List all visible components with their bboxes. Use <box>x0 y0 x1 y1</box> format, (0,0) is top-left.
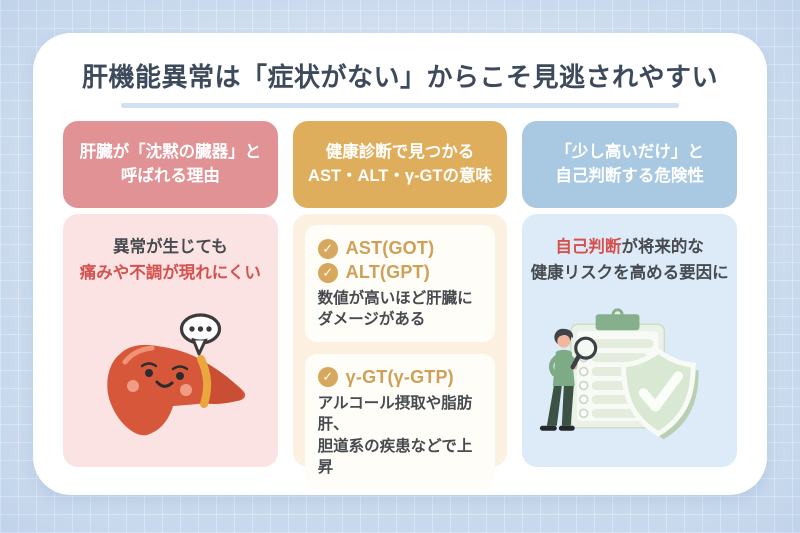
column-self-judgement: 「少し高いだけ」と 自己判断する危険性 自己判断が将来的な 健康リスクを高める要… <box>522 121 738 467</box>
emphasis-text: 自己判断 <box>555 238 622 256</box>
header-line: 肝臓が「沈黙の臓器」と <box>79 143 262 162</box>
column-header-self-judgement: 「少し高いだけ」と 自己判断する危険性 <box>522 121 738 208</box>
column-header-silent-organ: 肝臓が「沈黙の臓器」と 呼ばれる理由 <box>63 121 278 208</box>
description-line: アルコール摂取や脂肪肝、 <box>317 394 473 434</box>
column-header-test-values: 健康診断で見つかる AST・ALT・γ-GTの意味 <box>292 121 508 208</box>
description-line: 数値が高いほど肝臓に <box>317 290 473 307</box>
columns-row: 肝臓が「沈黙の臓器」と 呼ばれる理由 異常が生じても 痛みや不調が現れにくい <box>48 121 752 490</box>
column-body-test-values: ✓ AST(GOT) ✓ ALT(GPT) 数値が高いほど肝臓に ダメージがある… <box>292 214 508 490</box>
test-name-label: γ-GT(γ-GTP) <box>345 366 454 387</box>
health-check-illustration <box>539 308 699 440</box>
liver-character <box>107 344 246 436</box>
header-line: 「少し高いだけ」と <box>555 143 704 162</box>
lead-line: 健康リスクを高める要因に <box>530 263 729 282</box>
check-circle-icon: ✓ <box>317 238 338 259</box>
header-line: 呼ばれる理由 <box>120 166 220 185</box>
mini-card-ggt: ✓ γ-GT(γ-GTP) アルコール摂取や脂肪肝、 胆道系の疾患などで上昇 <box>304 353 496 490</box>
check-glyph: ✓ <box>322 264 334 280</box>
test-name-label: AST(GOT) <box>345 238 435 258</box>
speech-bubble-icon <box>180 313 222 356</box>
column-test-values: 健康診断で見つかる AST・ALT・γ-GTの意味 ✓ AST(GOT) ✓ A… <box>292 121 508 490</box>
check-circle-icon: ✓ <box>317 367 338 388</box>
test-item-row: ✓ γ-GT(γ-GTP) <box>317 366 483 388</box>
shield-check-icon <box>620 348 699 440</box>
emphasis-text: 痛みや不調が現れにくい <box>79 263 261 282</box>
description-line: ダメージがある <box>317 311 426 329</box>
header-line: 自己判断する危険性 <box>555 166 704 185</box>
column-silent-organ: 肝臓が「沈黙の臓器」と 呼ばれる理由 異常が生じても 痛みや不調が現れにくい <box>63 121 278 467</box>
header-line: AST・ALT・γ-GTの意味 <box>308 166 492 185</box>
test-description: アルコール摂取や脂肪肝、 胆道系の疾患などで上昇 <box>318 393 483 479</box>
test-name-label: ALT(GPT) <box>345 262 430 282</box>
description-line: 胆道系の疾患などで上昇 <box>317 437 473 476</box>
lead-line: 自己判断が将来的な <box>522 235 737 261</box>
person-illustration <box>539 328 578 431</box>
mini-card-ast-alt: ✓ AST(GOT) ✓ ALT(GPT) 数値が高いほど肝臓に ダメージがある <box>304 225 496 342</box>
check-glyph: ✓ <box>322 369 334 385</box>
check-circle-icon: ✓ <box>317 262 338 283</box>
page-title: 肝機能異常は「症状がない」からこそ見逃されやすい <box>81 62 718 92</box>
silent-organ-lead-text: 異常が生じても 痛みや不調が現れにくい <box>63 235 278 286</box>
test-item-row: ✓ AST(GOT) <box>317 238 483 259</box>
lead-line: 異常が生じても <box>112 238 228 256</box>
test-item-row: ✓ ALT(GPT) <box>317 262 483 283</box>
infographic-card: 肝機能異常は「症状がない」からこそ見逃されやすい 肝臓が「沈黙の臓器」と 呼ばれ… <box>33 33 767 495</box>
magnifier-icon <box>570 336 597 370</box>
test-description: 数値が高いほど肝臓に ダメージがある <box>318 288 483 331</box>
title-underline <box>121 103 679 108</box>
column-body-self-judgement: 自己判断が将来的な 健康リスクを高める要因に <box>522 214 738 467</box>
lead-line-rest: が将来的な <box>621 238 704 256</box>
self-judgement-lead-text: 自己判断が将来的な 健康リスクを高める要因に <box>522 235 737 286</box>
liver-face <box>127 362 193 396</box>
column-body-silent-organ: 異常が生じても 痛みや不調が現れにくい <box>63 214 278 467</box>
liver-character-illustration <box>107 313 246 436</box>
check-glyph: ✓ <box>322 240 334 256</box>
header-line: 健康診断で見つかる <box>325 143 475 162</box>
